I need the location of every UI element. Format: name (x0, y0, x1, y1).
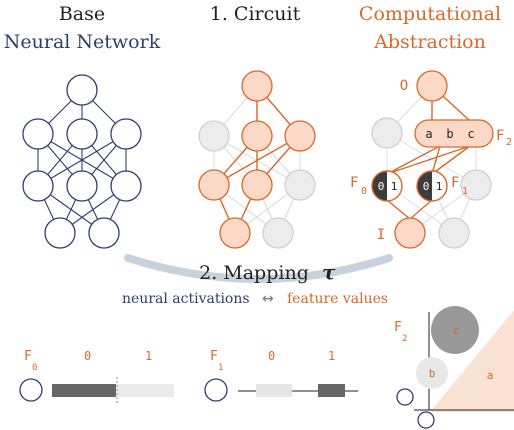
panel-f1-label: F (210, 349, 218, 364)
panel-f1-value-0: 0 (268, 349, 275, 363)
panel-f0-label-sub: 0 (32, 363, 37, 373)
panel-f1-neuron (204, 378, 228, 402)
f0-label: F (350, 175, 358, 191)
f0-value-0: 0 (378, 180, 385, 193)
feature-values-label: feature values (287, 291, 388, 307)
f0-label-sub: 0 (361, 186, 367, 197)
base-hidden-node (22, 118, 54, 150)
circuit-nodes (198, 70, 316, 249)
base-nodes (22, 74, 142, 249)
panel-f1-label-sub: 1 (218, 363, 223, 373)
f1-value-0: 0 (423, 180, 430, 193)
f1-node (416, 170, 448, 202)
mapping-tau: τ (322, 260, 336, 284)
base-hidden-node (110, 118, 142, 150)
base-header: Base (59, 3, 105, 25)
abstraction-nodes (371, 70, 494, 249)
f2-value-c: c (467, 127, 474, 141)
panel-f2-neuron-x (396, 388, 414, 406)
panel-f2-label-sub: 2 (402, 334, 407, 344)
panel-f2-label: F (394, 320, 402, 335)
panel-f0-value-0: 0 (84, 349, 91, 363)
panel-f0-value-1: 1 (145, 349, 152, 363)
panel-f2-label-c: c (453, 324, 460, 337)
f2-value-a: a (425, 127, 432, 141)
panel-f2-region-b (416, 357, 448, 389)
abstraction-inactive-node (371, 117, 403, 149)
f0-node (371, 170, 403, 202)
f2-label-sub: 2 (506, 137, 512, 148)
panel-f2-neuron-y (417, 411, 435, 429)
circuit-output-node (241, 70, 273, 102)
neural-network-header: Neural Network (4, 31, 161, 53)
circuit-active-node (284, 120, 316, 152)
base-output-node (66, 74, 98, 106)
base-network (37, 89, 127, 234)
circuit-inactive-node (284, 169, 316, 201)
base-hidden-node (66, 170, 98, 202)
base-hidden-node (110, 170, 142, 202)
panel-f1-bar-0 (256, 384, 292, 397)
panel-f2-region-a (430, 310, 514, 412)
circuit-header: 1. Circuit (210, 3, 301, 25)
base-hidden-node (22, 170, 54, 202)
abstraction-input-node (394, 217, 426, 249)
abstraction-inactive-node (438, 217, 470, 249)
input-label: I (377, 227, 385, 243)
base-hidden-node (66, 118, 98, 150)
f1-label: F (451, 175, 459, 191)
panel-f0-neuron (19, 378, 43, 402)
base-input-node (88, 217, 120, 249)
circuit-active-edges (213, 85, 301, 234)
output-label: O (400, 78, 408, 94)
circuit-inactive-node (198, 120, 230, 152)
f1-label-sub: 1 (462, 186, 468, 197)
neural-activations-label: neural activations (122, 291, 250, 307)
base-input-node (44, 217, 76, 249)
f0-value-1: 1 (391, 180, 398, 193)
panel-f2-region-c (431, 306, 479, 354)
circuit-active-node (241, 169, 273, 201)
panel-f1: F 1 0 1 (204, 349, 358, 402)
panel-f0: F 0 0 1 (19, 349, 174, 405)
panel-f1-value-1: 1 (328, 349, 335, 363)
panel-f0-label: F (24, 349, 32, 364)
f2-node (414, 119, 494, 148)
abstraction-inactive-node (460, 169, 492, 201)
f2-value-b: b (446, 127, 453, 141)
abstraction-output-node (416, 70, 448, 102)
bidirectional-arrow-icon: ↔ (262, 291, 274, 307)
mapping-title: 2. Mapping (199, 262, 309, 284)
circuit-inactive-node (262, 217, 294, 249)
panel-f2-label-b: b (429, 367, 436, 380)
panel-f1-bar-1 (318, 384, 345, 397)
computational-header: Computational (359, 3, 501, 25)
circuit-active-node (241, 120, 273, 152)
circuit-input-node (219, 217, 251, 249)
f2-label: F (496, 128, 504, 144)
mapping-arc (124, 254, 393, 283)
abstraction-header: Abstraction (373, 31, 486, 53)
panel-f2: c b a F 2 (394, 306, 514, 429)
panel-f0-bar-1 (117, 384, 174, 397)
panel-f0-bar-0 (52, 384, 116, 397)
circuit-active-node (198, 169, 230, 201)
f1-value-1: 1 (436, 180, 443, 193)
panel-f2-label-a: a (487, 369, 494, 382)
